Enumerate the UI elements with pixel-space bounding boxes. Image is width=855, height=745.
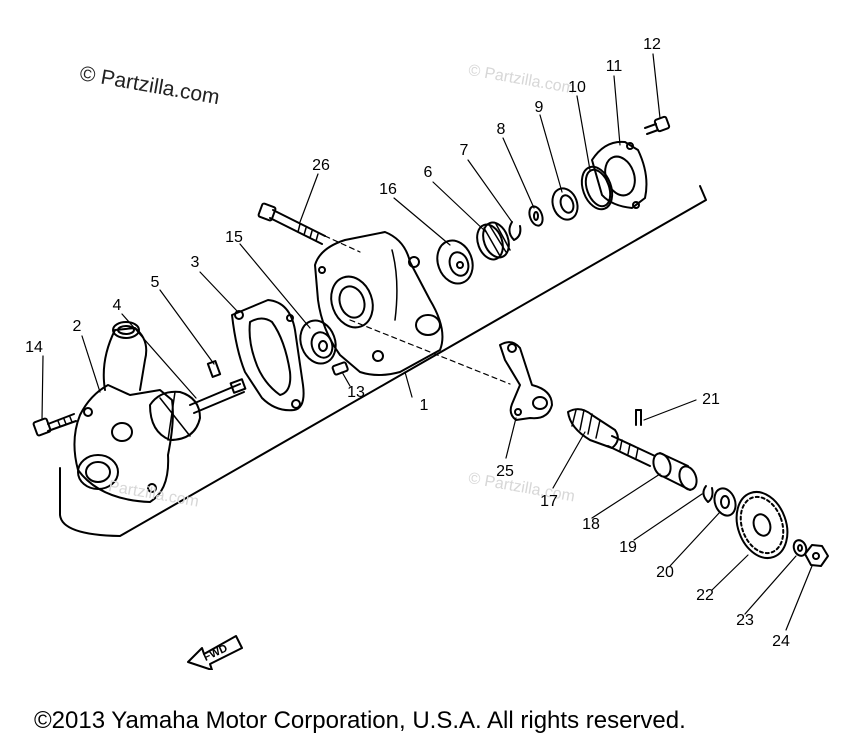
part-25-plate [499, 341, 553, 421]
leader-1 [404, 371, 413, 398]
callout-19: 19 [619, 539, 637, 556]
callout-1: 1 [419, 397, 429, 414]
part-17-worm-shaft [567, 408, 656, 467]
callout-13: 13 [347, 384, 365, 401]
leader-6 [432, 181, 487, 233]
part-7-clip [508, 221, 522, 241]
part-24-nut [804, 544, 829, 567]
callout-22: 22 [696, 587, 714, 604]
leader-16 [393, 197, 451, 246]
part-23-washer [792, 539, 808, 557]
assembly-line-bolt [324, 235, 361, 253]
callout-23: 23 [736, 612, 754, 629]
part-14-bolt [32, 413, 77, 437]
part-16-bearing [436, 239, 474, 285]
copyright-notice: ©2013 Yamaha Motor Corporation, U.S.A. A… [34, 707, 686, 734]
callout-3: 3 [190, 254, 200, 271]
callout-8: 8 [496, 121, 506, 138]
callout-24: 24 [772, 633, 790, 650]
callout-25: 25 [496, 463, 514, 480]
leader-22 [711, 554, 749, 591]
callout-26: 26 [312, 157, 330, 174]
leader-8 [502, 137, 535, 209]
part-18-collar [652, 452, 698, 491]
part-12-bolt [644, 115, 671, 135]
leader-20 [669, 511, 721, 567]
callout-4: 4 [112, 297, 122, 314]
callout-18: 18 [582, 516, 600, 533]
callout-9: 9 [534, 99, 544, 116]
leader-4 [121, 313, 197, 399]
leader-23 [744, 555, 797, 615]
callout-6: 6 [423, 164, 433, 181]
leader-7 [467, 159, 513, 223]
leader-25 [505, 417, 517, 459]
callout-16: 16 [379, 181, 397, 198]
callout-10: 10 [568, 79, 586, 96]
callout-20: 20 [656, 564, 674, 581]
leader-19 [633, 493, 703, 541]
callout-2: 2 [72, 318, 82, 335]
leader-17 [552, 431, 586, 489]
leader-15 [239, 243, 311, 329]
leader-2 [81, 335, 101, 393]
assembly-line-shaft [349, 319, 511, 385]
leader-5 [159, 289, 215, 365]
callout-17: 17 [540, 493, 558, 510]
callout-11: 11 [605, 58, 623, 75]
part-20-washer [713, 487, 737, 517]
part-9-seal [551, 187, 579, 221]
part-6-gear [476, 221, 511, 261]
leader-12 [652, 53, 661, 119]
callout-7: 7 [459, 142, 469, 159]
part-11-cap [591, 140, 648, 209]
leader-10 [576, 95, 591, 171]
leader-24 [785, 565, 813, 631]
callout-15: 15 [225, 229, 243, 246]
assembly-boundary-line [59, 185, 707, 537]
callout-5: 5 [150, 274, 160, 291]
part-1-pump-housing [314, 231, 444, 376]
part-19-clip [702, 485, 714, 503]
leader-13 [341, 371, 351, 387]
callout-21: 21 [702, 391, 720, 408]
leader-21 [643, 399, 697, 421]
part-4-impeller-shaft [149, 378, 247, 441]
part-5-pin [206, 360, 222, 378]
part-15-bearing [299, 319, 337, 365]
part-3-gasket [231, 299, 305, 412]
leader-26 [299, 173, 319, 223]
part-2-pump-cover [73, 321, 174, 503]
part-26-long-bolt [257, 202, 326, 245]
part-22-gear [735, 491, 789, 559]
callout-12: 12 [643, 36, 661, 53]
leader-3 [199, 271, 239, 313]
part-13-dowel [331, 361, 349, 376]
part-8-washer [528, 205, 544, 227]
part-21-pin [635, 409, 642, 426]
callout-14: 14 [25, 339, 43, 356]
leader-11 [613, 75, 621, 146]
leader-9 [539, 114, 563, 193]
leader-18 [591, 473, 661, 519]
leader-14 [41, 355, 44, 421]
fwd-arrow-icon: FWD [187, 635, 243, 670]
